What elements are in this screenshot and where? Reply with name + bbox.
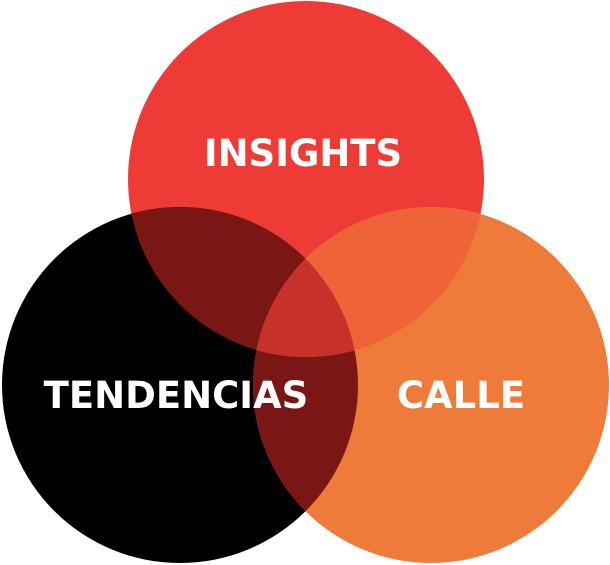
calle-label: CALLE — [397, 374, 525, 417]
insights-calle-overlap — [253, 207, 484, 357]
insights-label: INSIGHTS — [204, 132, 402, 175]
tendencias-label: TENDENCIAS — [44, 374, 309, 417]
insights-tendencias-overlap — [128, 207, 358, 357]
